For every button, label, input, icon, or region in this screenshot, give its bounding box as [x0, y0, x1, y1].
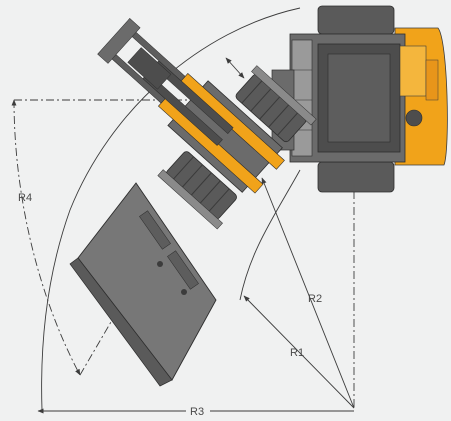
bucket: [69, 182, 217, 387]
front-chassis: [97, 18, 317, 230]
fuel-cap: [405, 109, 423, 127]
front-clearance-line: [225, 57, 245, 79]
bucket-cutting-edge: [69, 257, 173, 387]
r2-radius-line: [261, 177, 355, 409]
r2-label: R2: [308, 293, 322, 305]
rear-top-tire: [317, 5, 395, 35]
r1-radius-line: [243, 295, 355, 409]
seat-cushion: [327, 53, 391, 143]
rear-bottom-tire: [317, 161, 395, 193]
r1-label: R1: [290, 347, 304, 359]
rear-orange-panel-1: [399, 45, 427, 97]
r2-inner-arc: [239, 169, 301, 301]
r3-label: R3: [190, 406, 204, 418]
r4-arc: [11, 99, 81, 376]
r4-radius-ray: [79, 297, 126, 376]
r4-label: R4: [18, 192, 32, 204]
access-step: [291, 39, 313, 157]
rear-orange-panel-2: [425, 59, 439, 101]
rear-chassis: [289, 5, 448, 193]
